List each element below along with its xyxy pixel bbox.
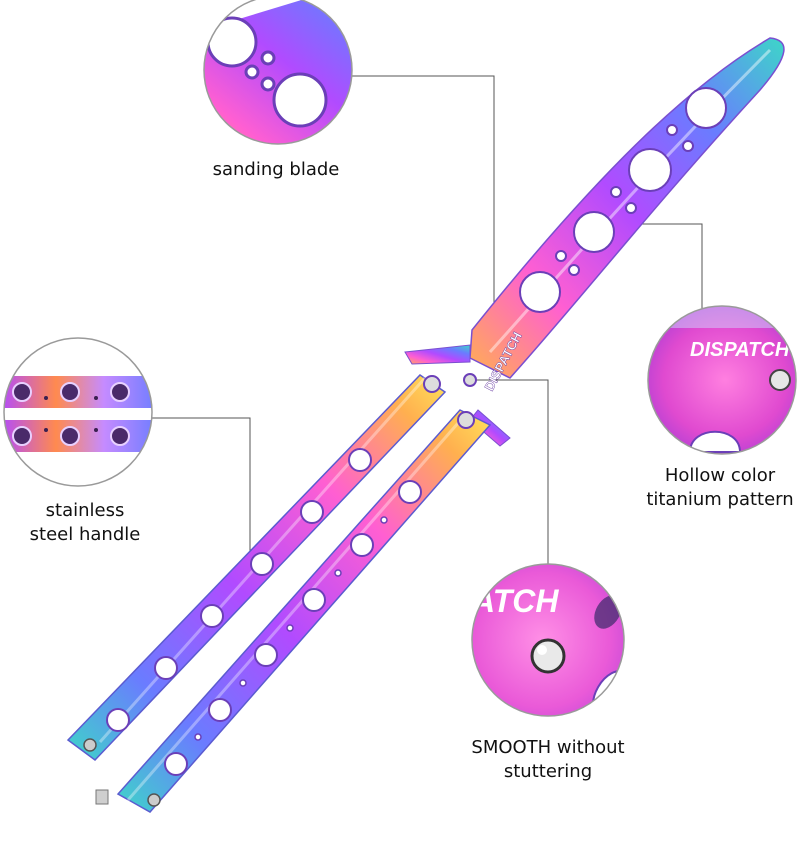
handle-front — [116, 409, 492, 813]
caption-sanding-blade-text: sanding blade — [212, 159, 340, 180]
callout-lines — [150, 75, 703, 566]
zoom-circle-smooth: ATCH — [471, 563, 625, 717]
hollow-callout-line — [628, 223, 703, 312]
caption-smooth: SMOOTH without stuttering — [458, 736, 638, 784]
blade-callout-line — [352, 75, 495, 352]
caption-hollow-line2: titanium pattern — [646, 489, 794, 510]
handle-back-holes — [106, 448, 372, 732]
handle-back — [66, 374, 447, 761]
zoom-logo: DISPATCH — [690, 339, 790, 361]
smooth-callout-line — [474, 379, 549, 566]
blade-holes — [519, 87, 727, 313]
zoom-logo-fragment: ATCH — [471, 583, 559, 619]
caption-handle-line2: steel handle — [29, 524, 141, 545]
caption-sanding-blade: sanding blade — [196, 158, 356, 182]
caption-smooth-line1: SMOOTH without — [471, 737, 625, 758]
caption-hollow-pattern: Hollow color titanium pattern — [640, 464, 800, 512]
handle-front-holes — [164, 480, 422, 776]
handle-callout-line — [150, 417, 251, 560]
caption-handle-line1: stainless — [45, 500, 125, 521]
caption-stainless-handle: stainless steel handle — [0, 499, 170, 547]
handle-front-small-holes — [194, 516, 388, 741]
zoom-circle-blade — [203, 0, 353, 145]
zoom-circle-handle — [3, 337, 153, 487]
pivot-pin — [463, 373, 477, 387]
zoom-circle-hollow: DISPATCH — [647, 305, 797, 455]
caption-smooth-line2: stuttering — [503, 761, 593, 782]
caption-hollow-line1: Hollow color — [664, 465, 776, 486]
